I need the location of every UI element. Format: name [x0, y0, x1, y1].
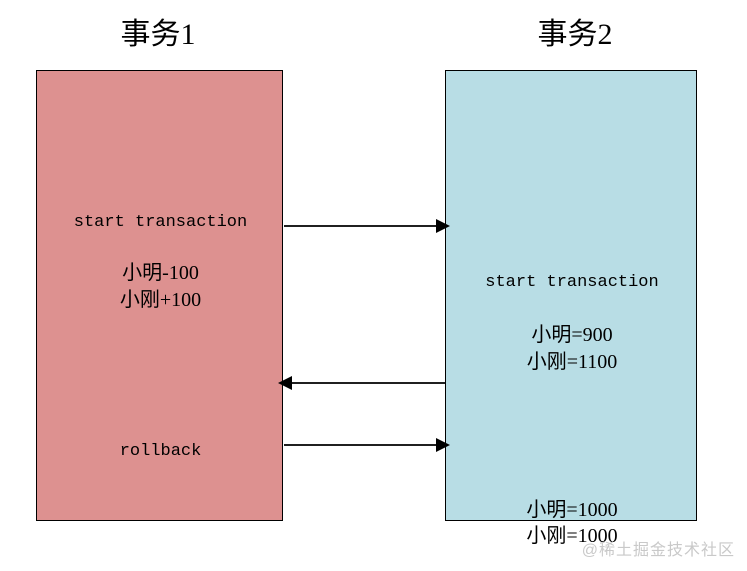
- column-title-transaction-2: 事务2: [537, 18, 613, 51]
- transaction-1-box: start transaction 小明-100 小刚+100 rollback: [36, 70, 283, 521]
- tx1-start-transaction-label: start transaction: [73, 213, 248, 232]
- watermark-label: @稀土掘金技术社区: [581, 542, 735, 559]
- arrow-3-right: [284, 438, 450, 452]
- tx2-second-read-xiaoming-label: 小明=1000: [526, 499, 618, 521]
- tx2-first-read-xiaogang-label: 小刚=1100: [526, 351, 618, 373]
- tx1-credit-label: 小刚+100: [119, 289, 202, 311]
- arrow-1-right: [284, 219, 450, 233]
- tx1-rollback-label: rollback: [119, 442, 202, 461]
- column-title-transaction-1: 事务1: [120, 18, 196, 51]
- tx2-start-transaction-label: start transaction: [485, 273, 659, 292]
- transaction-2-box: start transaction 小明=900 小刚=1100 小明=1000…: [445, 70, 697, 546]
- arrow-2-left: [278, 376, 445, 390]
- tx2-first-read-xiaoming-label: 小明=900: [531, 324, 613, 346]
- tx1-debit-label: 小明-100: [122, 262, 199, 284]
- tx2-second-read-xiaogang-label: 小刚=1000: [526, 525, 618, 547]
